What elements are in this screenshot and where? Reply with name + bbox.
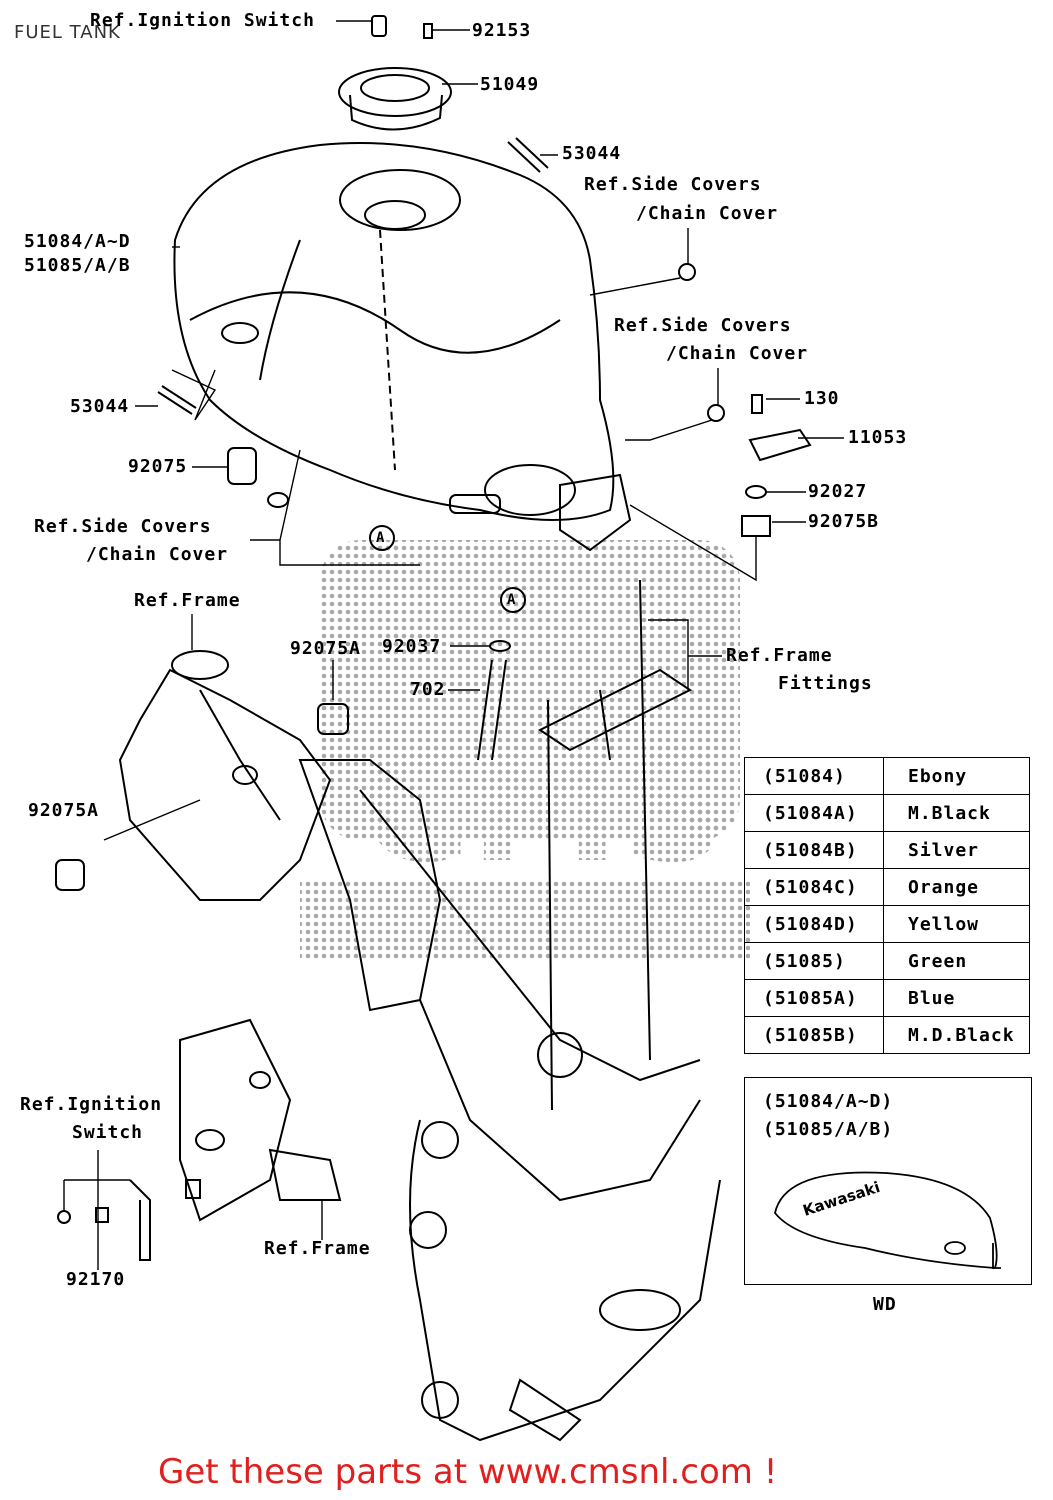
color-row: (51085A)Blue bbox=[744, 979, 1030, 1017]
label-53044-left: 53044 bbox=[70, 396, 130, 417]
damper-92075b bbox=[741, 515, 771, 537]
label-702: 702 bbox=[410, 679, 446, 700]
label-ref-side-covers-1b: /Chain Cover bbox=[636, 203, 779, 224]
promo-link-text[interactable]: Get these parts at www.cmsnl.com ! bbox=[158, 1452, 778, 1492]
ignition-switch-lower bbox=[57, 1179, 151, 1261]
label-92153: 92153 bbox=[472, 20, 532, 41]
hose-702 bbox=[477, 659, 507, 761]
label-92075a-mid: 92075A bbox=[290, 638, 362, 659]
leader-lines bbox=[63, 20, 844, 1270]
ignition-switch-part bbox=[338, 15, 452, 131]
color-row: (51084D)Yellow bbox=[744, 905, 1030, 943]
label-130: 130 bbox=[804, 388, 840, 409]
color-row: (51084B)Silver bbox=[744, 831, 1030, 869]
marker-a-2: A bbox=[507, 592, 517, 608]
marker-a-circle-1 bbox=[369, 525, 395, 551]
color-name-cell: Ebony bbox=[883, 757, 1030, 795]
color-name-cell: Orange bbox=[883, 868, 1030, 906]
grommet-53044-top bbox=[507, 137, 549, 173]
page-title: FUEL TANK bbox=[14, 22, 121, 43]
label-92170: 92170 bbox=[66, 1269, 126, 1290]
color-row: (51084A)M.Black bbox=[744, 794, 1030, 832]
label-ref-frame-fittings-a: Ref.Frame bbox=[726, 645, 833, 666]
damper-92075a-mid bbox=[317, 703, 349, 735]
label-ref-ignition-low-b: Switch bbox=[72, 1122, 144, 1143]
label-92075: 92075 bbox=[128, 456, 188, 477]
label-92075b: 92075B bbox=[808, 511, 880, 532]
label-ref-frame-top: Ref.Frame bbox=[134, 590, 241, 611]
label-53044-top: 53044 bbox=[562, 143, 622, 164]
color-name-cell: Silver bbox=[883, 831, 1030, 869]
label-51085: 51085/A/B bbox=[24, 255, 131, 276]
grommet-side bbox=[267, 492, 289, 508]
wd-code-2: (51085/A/B) bbox=[763, 1119, 894, 1140]
color-name-cell: M.Black bbox=[883, 794, 1030, 832]
damper-92075a-left bbox=[55, 859, 85, 891]
color-name-cell: Green bbox=[883, 942, 1030, 980]
svg-text:CMS: CMS bbox=[360, 722, 727, 896]
label-ref-side-covers-2a: Ref.Side Covers bbox=[614, 315, 792, 336]
label-ref-ignition-switch: Ref.Ignition Switch bbox=[90, 10, 315, 31]
wd-tank-logo: Kawasaki bbox=[801, 1178, 883, 1220]
label-ref-side-covers-3a: Ref.Side Covers bbox=[34, 516, 212, 537]
color-code-cell: (51084B) bbox=[744, 831, 884, 869]
label-11053: 11053 bbox=[848, 427, 908, 448]
marker-a-circle-2 bbox=[500, 587, 526, 613]
color-row: (51084)Ebony bbox=[744, 757, 1030, 795]
fuel-tank-body bbox=[173, 142, 615, 521]
lower-frame-detail bbox=[179, 1018, 342, 1222]
label-ref-side-covers-2b: /Chain Cover bbox=[666, 343, 809, 364]
color-name-cell: Blue bbox=[883, 979, 1030, 1017]
color-row: (51084C)Orange bbox=[744, 868, 1030, 906]
color-name-cell: M.D.Black bbox=[883, 1016, 1030, 1054]
wd-code-1: (51084/A~D) bbox=[763, 1091, 894, 1112]
grommet-side-2 bbox=[678, 263, 696, 281]
grommet-53044-left bbox=[157, 385, 197, 415]
color-code-cell: (51084) bbox=[744, 757, 884, 795]
color-code-table: (51084)Ebony(51084A)M.Black(51084B)Silve… bbox=[744, 757, 1030, 1054]
color-code-cell: (51084C) bbox=[744, 868, 884, 906]
color-code-cell: (51084D) bbox=[744, 905, 884, 943]
bracket-11053 bbox=[748, 394, 812, 462]
grommet-side-3 bbox=[707, 404, 725, 422]
label-ref-side-covers-1a: Ref.Side Covers bbox=[584, 174, 762, 195]
color-row: (51085B)M.D.Black bbox=[744, 1016, 1030, 1054]
wd-tank-drawing: Kawasaki bbox=[774, 1171, 1001, 1269]
wd-label: WD bbox=[873, 1294, 897, 1315]
wd-codes: (51084/A~D) (51085/A/B) bbox=[763, 1088, 893, 1144]
label-92027: 92027 bbox=[808, 481, 868, 502]
color-row: (51085)Green bbox=[744, 942, 1030, 980]
label-ref-side-covers-3b: /Chain Cover bbox=[86, 544, 229, 565]
label-92037: 92037 bbox=[382, 636, 442, 657]
label-ref-frame-low: Ref.Frame bbox=[264, 1238, 371, 1259]
label-51084: 51084/A~D bbox=[24, 231, 131, 252]
color-name-cell: Yellow bbox=[883, 905, 1030, 943]
marker-a-1: A bbox=[376, 530, 386, 546]
frame-fittings bbox=[538, 668, 692, 761]
damper-92075 bbox=[227, 447, 257, 485]
label-51049: 51049 bbox=[480, 74, 540, 95]
color-code-cell: (51085B) bbox=[744, 1016, 884, 1054]
color-code-cell: (51085A) bbox=[744, 979, 884, 1017]
motorcycle-frame bbox=[118, 579, 721, 1442]
label-ref-ignition-low-a: Ref.Ignition bbox=[20, 1094, 163, 1115]
label-ref-frame-fittings-b: Fittings bbox=[778, 673, 873, 694]
bracket-mount bbox=[559, 473, 632, 552]
label-92075a-left: 92075A bbox=[28, 800, 100, 821]
color-code-cell: (51085) bbox=[744, 942, 884, 980]
washer-92027 bbox=[745, 485, 767, 499]
wd-inset-box: (51084/A~D) (51085/A/B) Kawasaki bbox=[744, 1077, 1032, 1285]
color-code-cell: (51084A) bbox=[744, 794, 884, 832]
